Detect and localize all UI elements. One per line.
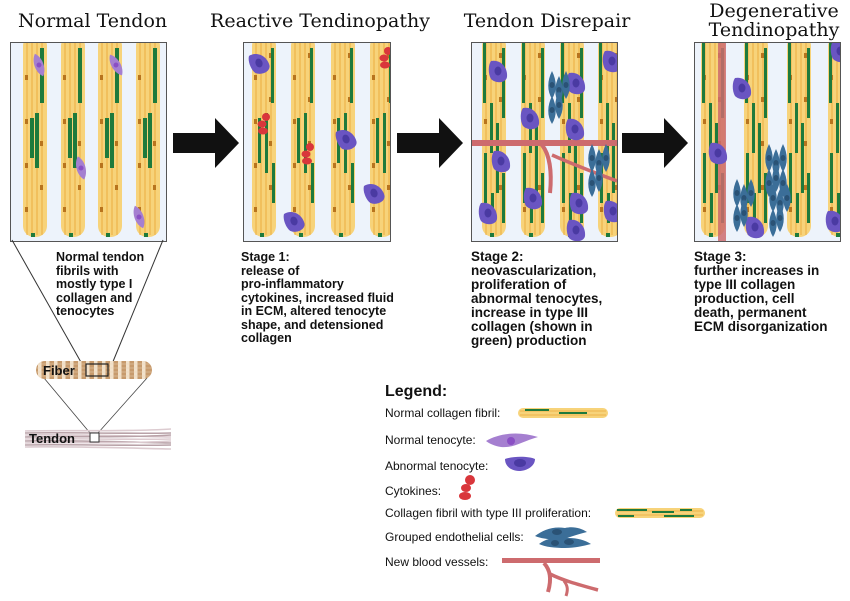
abnormal-tenocyte-icon — [523, 187, 543, 210]
abnormal-tenocyte-icon — [566, 72, 586, 95]
normal-collagen-fibril-icon — [518, 408, 608, 418]
abnormal-tenocyte-icon — [745, 216, 765, 239]
collagen-fibril — [291, 43, 315, 237]
reactive-tendinopathy-illustration — [248, 43, 390, 237]
stage-title-degenerative: Degenerative Tendinopathy — [700, 2, 848, 40]
legend-item-cytokines: Cytokines: — [385, 484, 441, 498]
abnormal-tenocyte-icon — [732, 77, 752, 100]
legend-label: New blood vessels: — [385, 555, 489, 569]
stage-title-normal: Normal Tendon — [18, 10, 168, 32]
collagen-fibril — [787, 43, 811, 237]
abnormal-tenocyte-icon — [825, 210, 840, 233]
legend-item-type-iii-collagen: Collagen fibril with type III proliferat… — [385, 506, 591, 520]
tendon-illustration — [25, 428, 172, 450]
stage-description-degenerative: Stage 3: further increases in type III c… — [694, 249, 828, 334]
stage-description-normal: Normal tendon fibrils with mostly type I… — [56, 250, 145, 318]
legend-item-abnormal-tenocyte: Abnormal tenocyte: — [385, 459, 488, 473]
abnormal-tenocyte-icon — [602, 50, 617, 73]
abnormal-tenocyte-icon — [335, 130, 357, 150]
endothelial-cells-icon — [769, 184, 791, 237]
normal-tenocyte-icon — [33, 53, 45, 77]
endothelial-cells-icon — [535, 527, 591, 548]
blood-vessel-icon — [472, 140, 617, 146]
collagen-fibril — [744, 43, 768, 237]
normal-tenocyte-icon — [109, 54, 123, 76]
collagen-fibril — [828, 43, 840, 237]
fiber-label: Fiber — [43, 363, 75, 378]
abnormal-tenocyte-icon — [478, 202, 498, 225]
blood-vessel-icon — [502, 558, 600, 597]
degenerative-tendinopathy-illustration — [701, 43, 840, 241]
legend-item-endothelial-cells: Grouped endothelial cells: — [385, 530, 524, 544]
abnormal-tenocyte-icon — [708, 142, 728, 165]
type-iii-collagen-fibril-icon — [615, 508, 705, 518]
stage-description-reactive: Stage 1: release of pro-inflammatory cyt… — [241, 250, 394, 345]
panel-reactive-tendinopathy — [243, 42, 391, 242]
fiber-illustration — [36, 361, 152, 379]
stage-description-disrepair: Stage 2: neovascularization, proliferati… — [471, 249, 603, 348]
abnormal-tenocyte-icon — [566, 219, 586, 241]
abnormal-tenocyte-icon — [363, 184, 385, 204]
collagen-fibril — [252, 43, 276, 237]
cytokine-icon — [301, 143, 314, 165]
abnormal-tenocyte-icon — [569, 192, 589, 215]
blood-vessel-icon — [540, 143, 553, 194]
abnormal-tenocyte-icon — [283, 212, 305, 232]
normal-tenocyte-icon — [76, 156, 86, 180]
cytokine-icon — [379, 47, 390, 69]
legend-label: Normal tenocyte: — [385, 433, 476, 447]
panel-normal-tendon — [10, 42, 167, 242]
abnormal-tenocyte-icon — [830, 43, 840, 63]
cytokines-icon — [459, 475, 475, 500]
legend-label: Collagen fibril with type III proliferat… — [385, 506, 592, 520]
arrow-icon — [622, 118, 688, 168]
arrow-icon — [397, 118, 463, 168]
endothelial-cells-icon — [733, 179, 755, 232]
abnormal-tenocyte-icon — [520, 107, 540, 130]
cytokine-icon — [257, 113, 270, 135]
endothelial-cells-icon — [588, 144, 610, 197]
tendon-label: Tendon — [29, 431, 75, 446]
legend-title: Legend: — [385, 383, 448, 400]
collagen-fibril — [136, 43, 160, 237]
collagen-fibril — [61, 43, 85, 237]
legend-label: Grouped endothelial cells: — [385, 530, 524, 544]
abnormal-tenocyte-icon — [505, 456, 535, 471]
abnormal-tenocyte-icon — [488, 60, 508, 83]
tendon-disrepair-illustration — [472, 43, 617, 241]
blood-vessel-icon — [718, 43, 726, 241]
stage-title-degenerative-line1: Degenerative — [709, 0, 839, 22]
endothelial-cells-icon — [548, 71, 570, 124]
collagen-fibril — [370, 43, 390, 237]
abnormal-tenocyte-icon — [248, 54, 270, 74]
normal-tenocyte-icon — [133, 205, 145, 229]
legend-item-normal-tenocyte: Normal tenocyte: — [385, 433, 476, 447]
legend-item-blood-vessels: New blood vessels: — [385, 555, 488, 569]
legend-label: Normal collagen fibril: — [385, 406, 501, 420]
stage-title-degenerative-line2: Tendinopathy — [708, 19, 840, 41]
arrow-icon — [173, 118, 239, 168]
legend-label: Cytokines: — [385, 484, 442, 498]
abnormal-tenocyte-icon — [603, 200, 617, 223]
legend-label: Abnormal tenocyte: — [385, 459, 489, 473]
stage-title-reactive: Reactive Tendinopathy — [210, 10, 430, 32]
collagen-fibril — [98, 43, 122, 237]
endothelial-cells-icon — [765, 144, 787, 197]
abnormal-tenocyte-icon — [491, 150, 511, 173]
abnormal-tenocyte-icon — [565, 118, 585, 141]
panel-tendon-disrepair — [471, 42, 618, 242]
legend-item-normal-collagen: Normal collagen fibril: — [385, 406, 500, 420]
stage-title-disrepair: Tendon Disrepair — [463, 10, 631, 32]
blood-vessel-icon — [551, 153, 617, 183]
normal-tenocyte-icon — [486, 433, 538, 448]
panel-degenerative-tendinopathy — [694, 42, 841, 242]
normal-tendon-illustration — [23, 43, 160, 237]
